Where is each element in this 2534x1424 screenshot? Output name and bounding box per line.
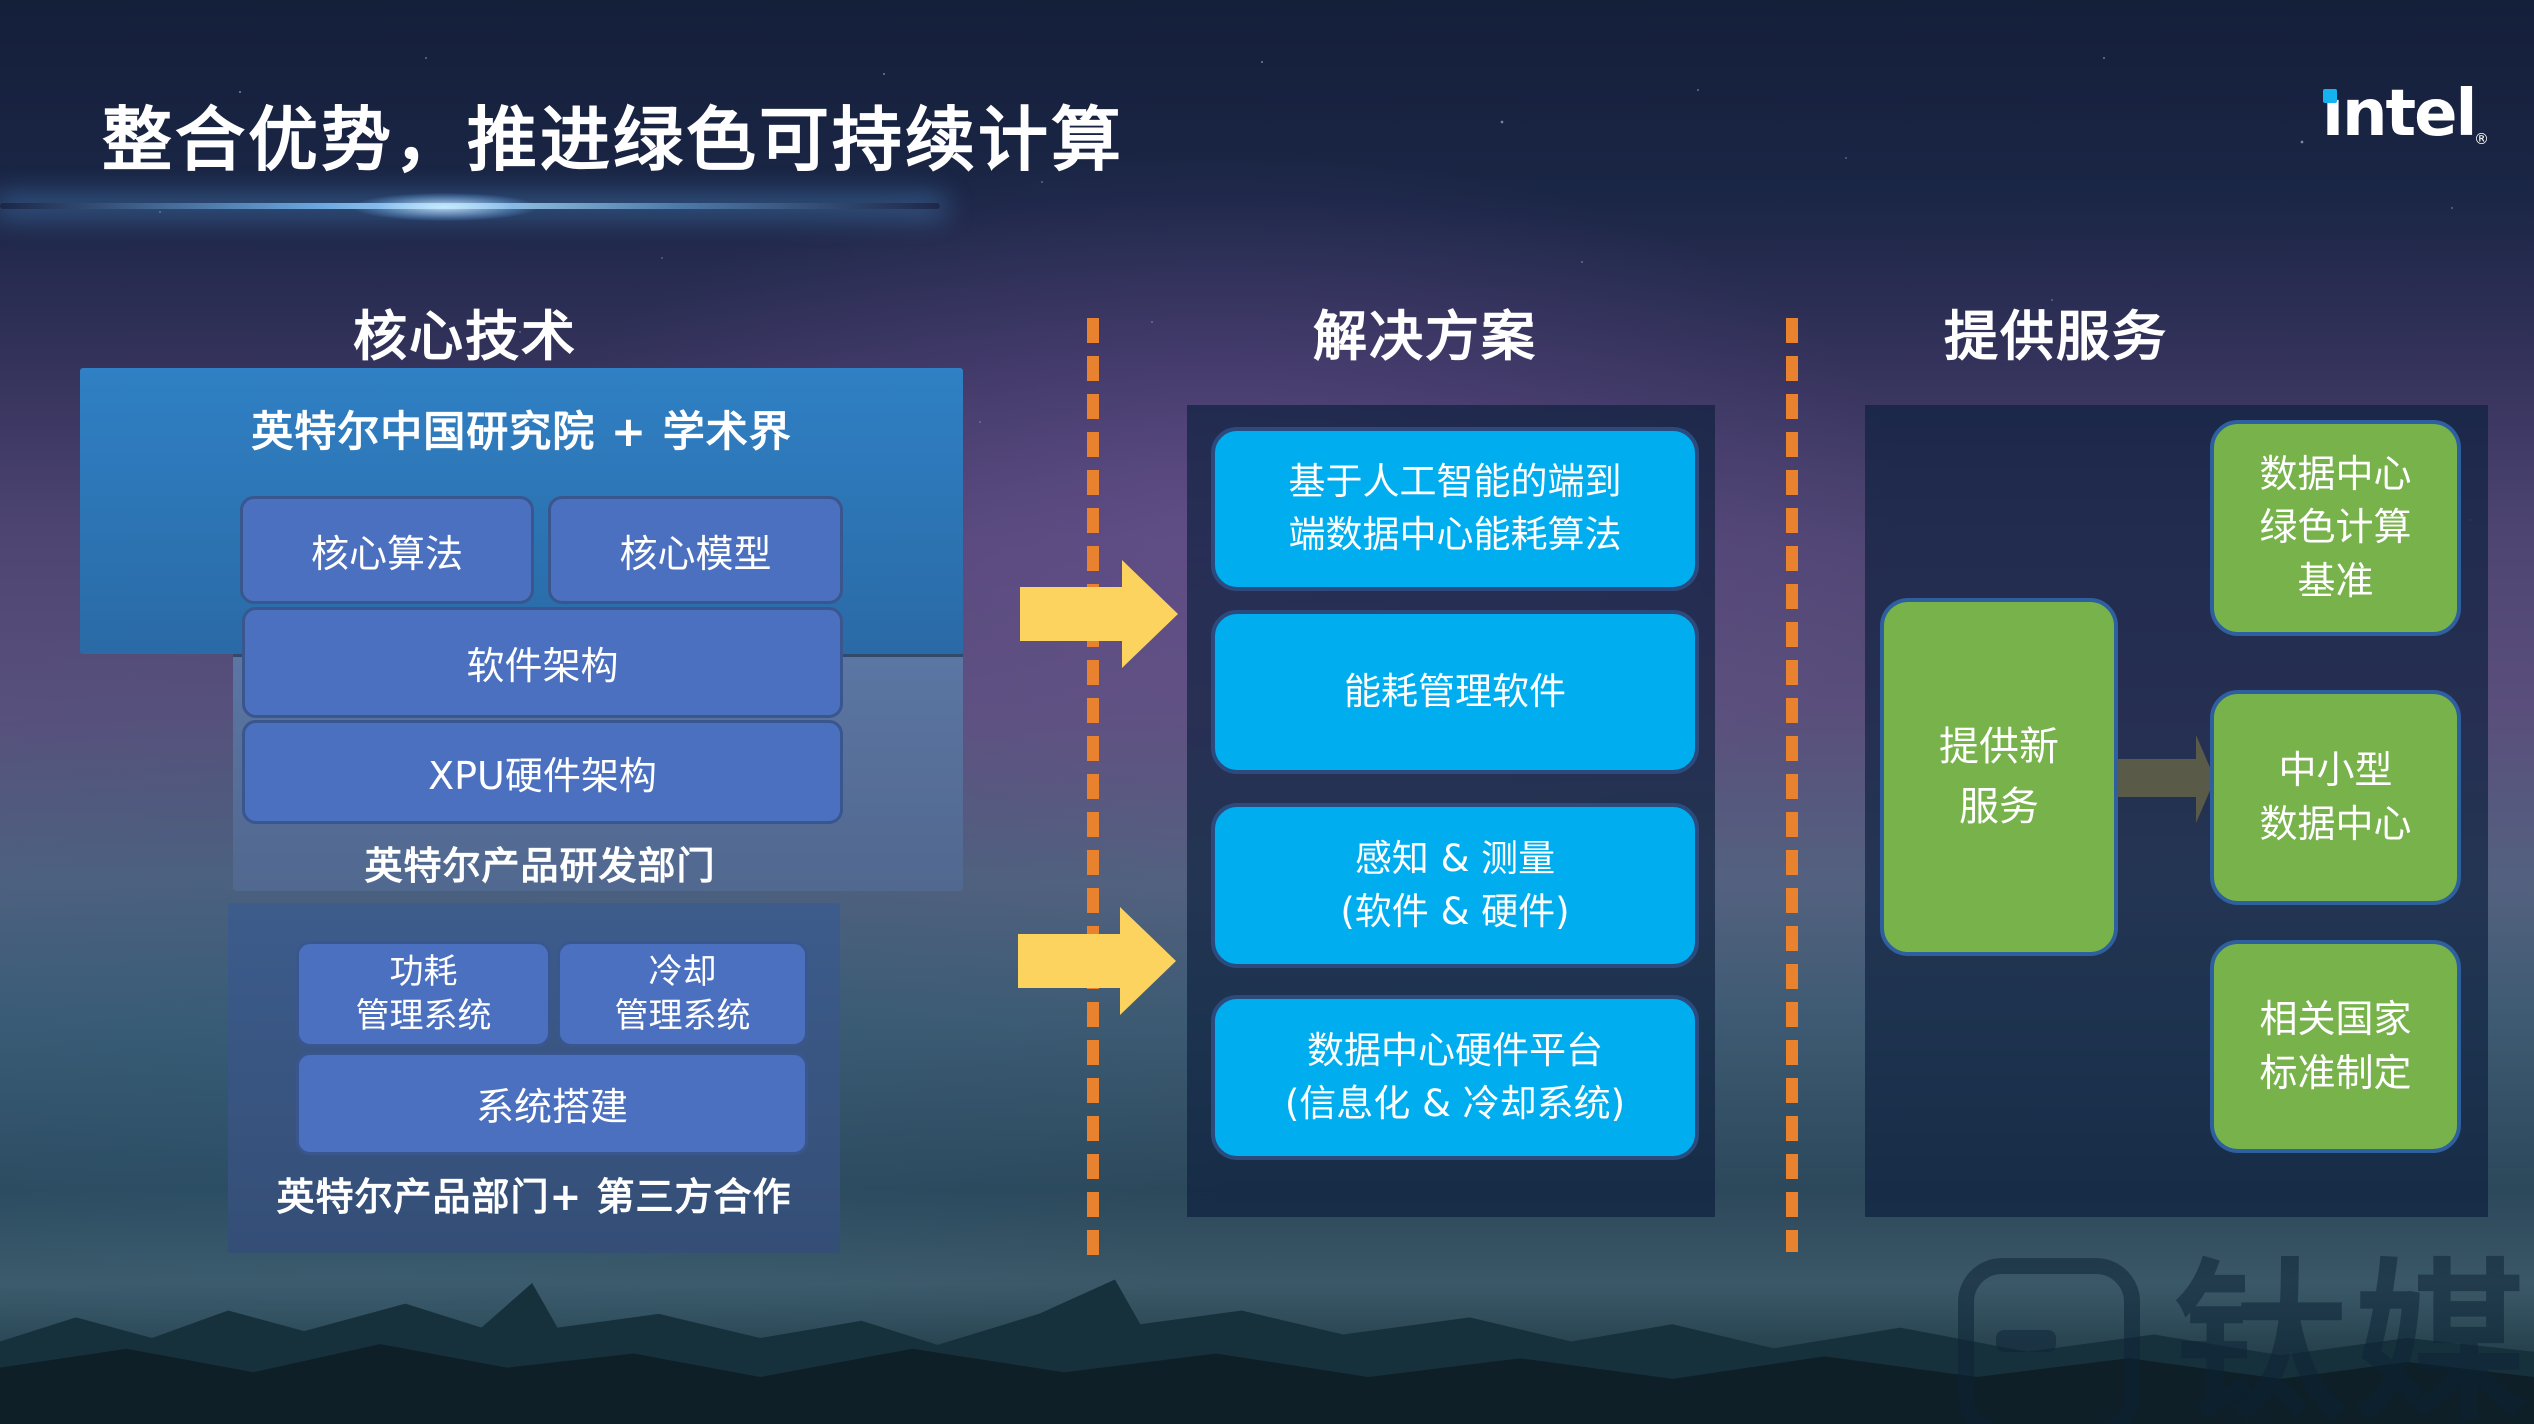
service-box-green-computing-benchmark: 数据中心 绿色计算 基准 (2210, 420, 2461, 636)
box-software-architecture: 软件架构 (242, 607, 843, 718)
box-xpu-hardware: XPU硬件架构 (242, 720, 843, 824)
research-panel-footer: 英特尔产品研发部门 (364, 844, 716, 888)
intel-wordmark: ıntel (2322, 77, 2477, 151)
header-solutions: 解决方案 (1313, 305, 1537, 368)
research-panel-title: 英特尔中国研究院 + 学术界 (251, 407, 792, 456)
service-box-new-services: 提供新 服务 (1880, 598, 2118, 956)
product-panel-footer: 英特尔产品部门+ 第三方合作 (276, 1175, 792, 1219)
dashed-separator-right (1786, 318, 1798, 1252)
box-power-management: 功耗 管理系统 (296, 941, 551, 1047)
solution-box-ai-energy-algorithm: 基于人工智能的端到 端数据中心能耗算法 (1211, 427, 1699, 591)
solution-box-energy-software: 能耗管理软件 (1211, 610, 1699, 774)
dashed-separator-left (1087, 318, 1099, 1255)
page-title: 整合优势，推进绿色可持续计算 (102, 99, 1124, 181)
service-box-small-medium-datacenter: 中小型 数据中心 (2210, 690, 2461, 905)
intel-i-dot-icon (2323, 89, 2337, 103)
solution-box-sensing-measurement: 感知 & 测量 (软件 & 硬件) (1211, 803, 1699, 968)
solution-box-datacenter-hardware-platform: 数据中心硬件平台 (信息化 & 冷却系统) (1211, 995, 1699, 1160)
box-system-building: 系统搭建 (296, 1052, 808, 1155)
header-services: 提供服务 (1944, 305, 2168, 368)
box-core-model: 核心模型 (548, 496, 843, 604)
service-box-national-standards: 相关国家 标准制定 (2210, 940, 2461, 1153)
flow-arrow-bottom-icon (1018, 907, 1176, 1015)
flow-arrow-top-icon (1020, 560, 1178, 668)
box-core-algorithm: 核心算法 (240, 496, 534, 604)
lens-flare-glow (320, 188, 570, 226)
header-core-technology: 核心技术 (353, 305, 577, 368)
box-cooling-management: 冷却 管理系统 (557, 941, 808, 1047)
registered-mark: ® (2474, 130, 2489, 148)
intel-logo: intel ıntel ® (2322, 82, 2522, 172)
